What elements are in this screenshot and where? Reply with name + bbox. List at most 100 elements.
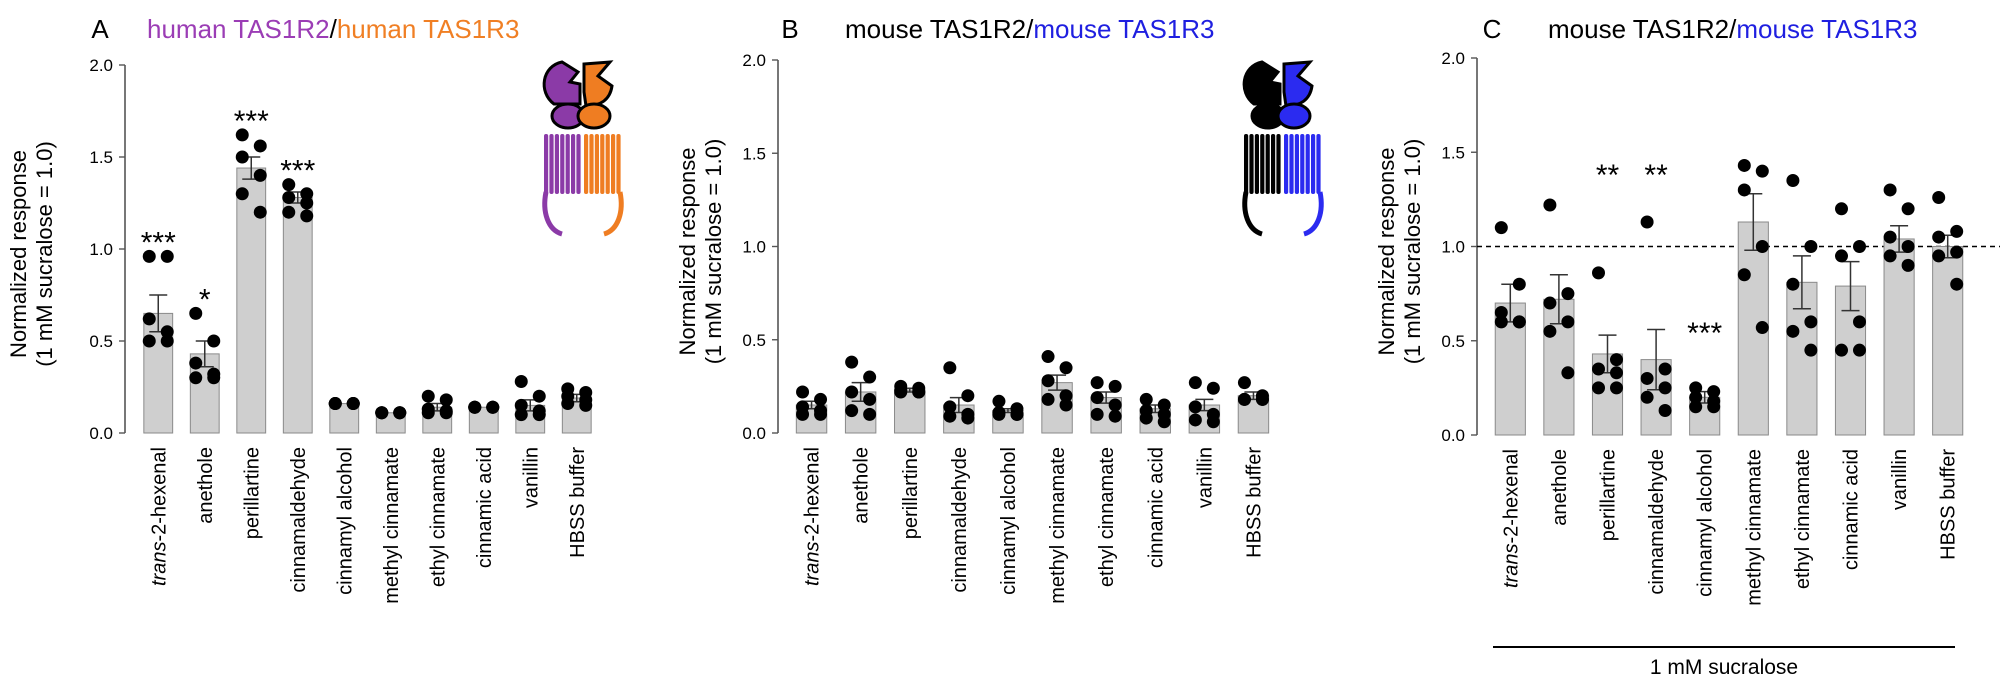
y-axis-label-line: (1 mM sucralose = 1.0) [701, 139, 726, 365]
data-point [1737, 158, 1751, 172]
data-point [1853, 240, 1866, 253]
data-point [1188, 400, 1202, 414]
data-point [253, 168, 267, 182]
crd-right [1276, 102, 1312, 130]
data-point [1010, 407, 1024, 421]
data-point [514, 408, 528, 422]
category-label: ethyl cinnamate [1096, 447, 1118, 587]
data-point [992, 394, 1006, 408]
title-part: / [1729, 14, 1737, 44]
category-label: ethyl cinnamate [1792, 449, 1814, 589]
data-point [1901, 258, 1915, 272]
tm-helix-right [611, 134, 616, 194]
data-point [421, 389, 435, 403]
crd-right [576, 102, 612, 130]
data-point [1610, 381, 1623, 395]
data-point [375, 406, 389, 420]
y-axis-label: Normalized response(1 mM sucralose = 1.0… [1374, 139, 1425, 365]
title-part: mouse TAS1R2 [1548, 14, 1729, 44]
tm-helix-right [1316, 134, 1321, 194]
category-label: perillartine [1598, 449, 1620, 541]
data-point [845, 404, 859, 418]
vft-domain-left [1242, 60, 1282, 106]
c-tail-left [542, 191, 563, 237]
receptor-icon [1242, 60, 1324, 237]
significance-marker: *** [234, 105, 269, 138]
data-point [1932, 190, 1946, 204]
data-point [1494, 221, 1508, 235]
receptor-icon [542, 60, 624, 237]
y-axis-label: Normalized response(1 mM sucralose = 1.0… [6, 141, 57, 367]
data-point [1206, 415, 1220, 429]
category-text: -2-hexenal [1500, 449, 1522, 544]
bar [282, 196, 313, 434]
panel-title: mouse TAS1R2/mouse TAS1R3 [845, 14, 1214, 44]
data-point [282, 178, 296, 192]
data-point [1853, 343, 1866, 357]
tm-helix-left [1265, 134, 1270, 194]
data-point [1901, 240, 1915, 253]
data-point [1658, 362, 1672, 376]
panel-letter: C [1483, 14, 1502, 44]
data-point [532, 408, 546, 422]
y-tick-label: 1.5 [742, 144, 766, 163]
tm-helix-right [584, 134, 589, 194]
data-point [346, 397, 360, 411]
category-label: cinnamic acid [1145, 447, 1167, 568]
data-point [1610, 366, 1623, 380]
data-point [468, 400, 482, 414]
data-point [1090, 376, 1104, 390]
data-point [160, 249, 174, 263]
category-label: cinnamaldehyde [288, 447, 310, 593]
y-tick-label: 1.0 [89, 240, 113, 259]
data-point [961, 411, 975, 425]
title-part: / [1026, 14, 1034, 44]
significance-marker: *** [280, 155, 315, 188]
y-tick-label: 2.0 [1441, 49, 1465, 68]
data-point [1108, 379, 1122, 393]
category-label: perillartine [241, 447, 263, 539]
data-point [1139, 392, 1153, 406]
category-label: HBSS buffer [567, 447, 589, 558]
tm-helix-left [554, 134, 559, 194]
data-point [579, 398, 593, 412]
data-point [1689, 400, 1703, 414]
data-point [1755, 164, 1769, 178]
data-point [1737, 268, 1751, 282]
data-point [1543, 198, 1557, 212]
data-point [1059, 389, 1073, 403]
data-point [1592, 362, 1605, 376]
data-point [1804, 240, 1818, 253]
data-point [1543, 296, 1557, 310]
y-axis-label-line: Normalized response [6, 150, 31, 358]
category-label: cinnamyl alcohol [1695, 449, 1717, 597]
data-point [207, 334, 221, 348]
data-point [1853, 315, 1866, 329]
tm-helix-right [1284, 134, 1289, 194]
tm-helix-left [1260, 134, 1265, 194]
category-label: cinnamic acid [474, 447, 496, 568]
tm-helix-right [589, 134, 594, 194]
data-point [189, 371, 203, 385]
y-tick-label: 1.0 [742, 238, 766, 257]
data-point [1950, 224, 1964, 238]
data-point [814, 392, 828, 406]
category-label: cinnamyl alcohol [998, 447, 1020, 595]
data-point [253, 139, 267, 153]
data-point [1640, 390, 1654, 404]
data-point [1883, 249, 1897, 263]
data-point [189, 356, 203, 370]
data-point [1512, 315, 1526, 329]
tm-helix-right [605, 134, 610, 194]
y-tick-label: 2.0 [89, 56, 113, 75]
data-point [1592, 381, 1605, 395]
data-point [1786, 174, 1800, 188]
data-point [282, 205, 296, 219]
y-tick-label: 2.0 [742, 51, 766, 70]
y-tick-label: 1.5 [89, 148, 113, 167]
y-tick-label: 0.0 [1441, 426, 1465, 445]
y-tick-label: 1.0 [1441, 238, 1465, 257]
